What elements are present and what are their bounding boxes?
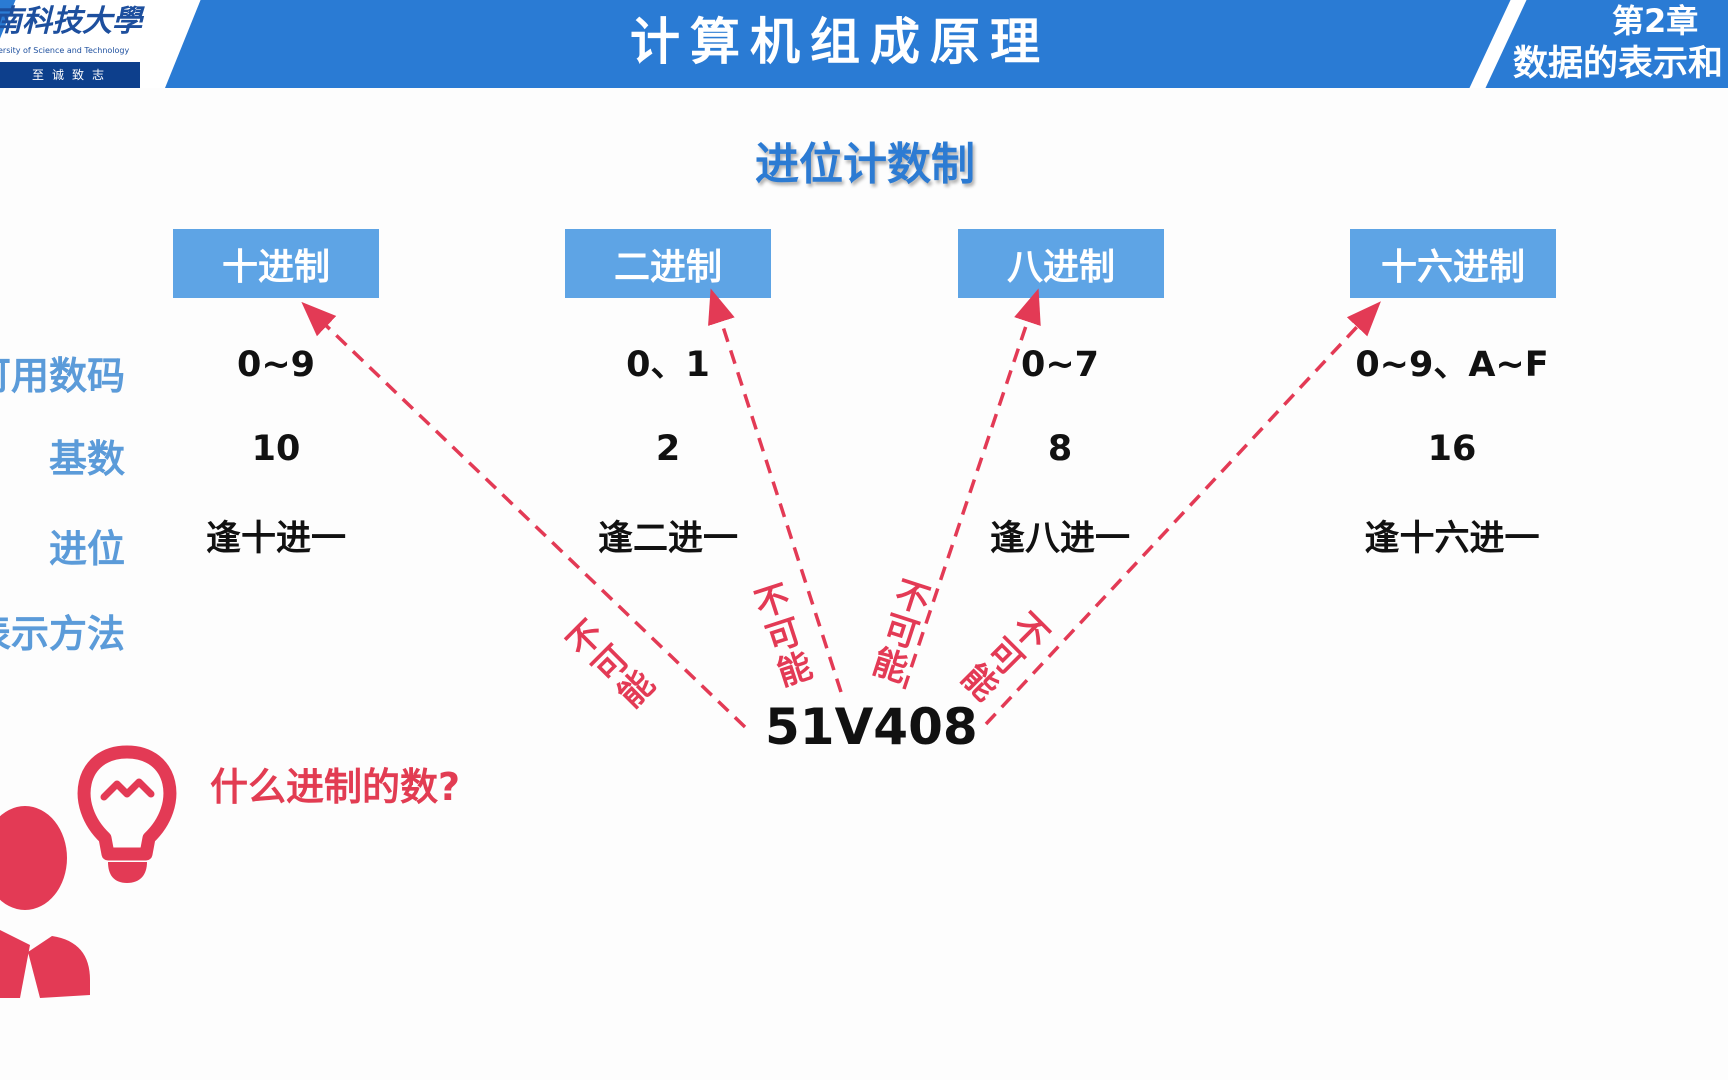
chapter-title: 数据的表示和 — [1513, 44, 1724, 84]
binary-carry: 逢二进一 — [597, 519, 738, 559]
university-motto: 至诚致志 — [32, 68, 113, 82]
header-bar: 南科技大學 ersity of Science and Technology 至… — [0, 0, 1728, 88]
chapter-number: 第2章 — [1612, 2, 1699, 40]
binary-digits: 0、1 — [626, 345, 710, 385]
row-label-base: 基数 — [48, 437, 125, 481]
column-header-binary: 二进制 — [565, 229, 771, 298]
column-header-decimal: 十进制 — [173, 229, 379, 298]
person-icon — [0, 806, 90, 998]
hex-base: 16 — [1427, 429, 1477, 469]
course-title: 计算机组成原理 — [630, 13, 1050, 71]
binary-base: 2 — [655, 429, 681, 469]
column-header-octal: 八进制 — [958, 229, 1164, 298]
column-header-hex: 十六进制 — [1350, 229, 1556, 298]
mystery-number: 51V408 — [765, 698, 978, 756]
hex-carry: 逢十六进一 — [1364, 519, 1540, 559]
hex-digits: 0~9、A~F — [1355, 345, 1549, 385]
octal-base: 8 — [1047, 429, 1073, 469]
octal-carry: 逢八进一 — [989, 519, 1130, 559]
decimal-digits: 0~9 — [236, 345, 316, 385]
arrow-to-decimal — [301, 301, 747, 729]
university-logo: 南科技大學 — [0, 4, 142, 39]
decimal-base: 10 — [251, 429, 301, 469]
question-text: 什么进制的数? — [210, 765, 461, 809]
row-label-digits: 可用数码 — [0, 354, 125, 398]
slide-title: 进位计数制 — [755, 139, 975, 190]
arrow-to-hex — [984, 301, 1381, 726]
logo-band — [0, 62, 140, 88]
lightbulb-icon — [77, 745, 177, 861]
row-label-carry: 进位 — [48, 527, 125, 571]
row-label-notation: 表示方法 — [0, 612, 125, 656]
decimal-carry: 逢十进一 — [205, 519, 346, 559]
octal-digits: 0~7 — [1020, 345, 1100, 385]
university-logo-en: ersity of Science and Technology — [0, 46, 130, 55]
person-lightbulb-icon — [0, 745, 177, 998]
